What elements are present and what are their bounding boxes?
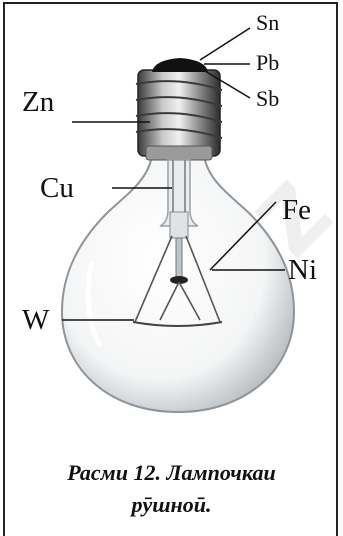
label-cu: Cu xyxy=(40,174,74,203)
stem-press xyxy=(170,212,188,238)
support-rod xyxy=(176,238,182,278)
label-sn: Sn xyxy=(256,12,279,34)
label-zn: Zn xyxy=(22,88,54,117)
caption-line-1: Расми 12. Лампочкаи xyxy=(6,460,337,486)
label-w: W xyxy=(22,306,49,335)
base-contact xyxy=(152,58,208,72)
caption-line-2: рӯшноӣ. xyxy=(6,492,337,518)
label-ni: Ni xyxy=(288,256,317,285)
label-sb: Sb xyxy=(256,88,279,110)
collar xyxy=(146,146,212,160)
label-pb: Pb xyxy=(256,52,279,74)
label-fe: Fe xyxy=(282,196,311,225)
